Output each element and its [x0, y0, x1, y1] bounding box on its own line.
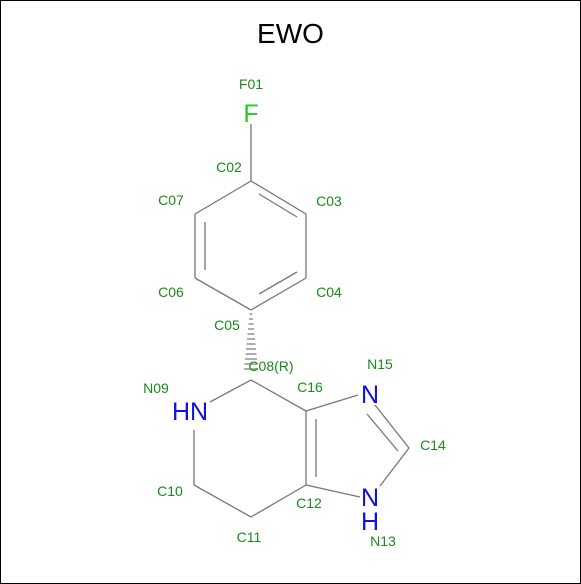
- bond-inner-c04-c05: [258, 271, 298, 295]
- bond-n15-c14: [374, 404, 410, 449]
- atom-label-c06: C06: [158, 284, 184, 300]
- atom-label-c14: C14: [420, 437, 446, 453]
- atom-label-f01: F01: [239, 76, 263, 92]
- atom-label-n15: N15: [367, 356, 393, 372]
- atom-label-c07: C07: [158, 192, 184, 208]
- atom-label-c05: C05: [214, 317, 240, 333]
- bond-c05-c06: [194, 277, 252, 311]
- atom-symbol-f: F: [243, 100, 258, 128]
- bond-c07-c02: [194, 180, 252, 215]
- atom-labels: F01 C02 C03 C04 C05 C06 C07 C08(R) N09 C…: [143, 76, 446, 549]
- atom-label-c11: C11: [237, 529, 262, 545]
- bond-inner-n15-c14: [366, 413, 399, 452]
- atom-label-c08: C08(R): [248, 358, 293, 374]
- bond-n13-c12: [305, 484, 361, 498]
- atom-label-c03: C03: [316, 193, 342, 209]
- bond-c10-c11: [193, 484, 252, 518]
- atom-label-n09: N09: [143, 380, 169, 396]
- atom-symbol-n13: N: [361, 484, 379, 512]
- bond-c04-c05: [250, 277, 307, 311]
- bonds: [193, 124, 410, 518]
- atom-label-c10: C10: [157, 483, 183, 499]
- bond-c11-c12: [250, 484, 307, 518]
- atom-symbol-hn: HN: [172, 398, 208, 426]
- atom-label-c12: C12: [296, 495, 322, 511]
- molecule-title: EWO: [257, 18, 324, 49]
- bond-c16-c08: [250, 379, 307, 412]
- bond-c14-n13: [379, 447, 410, 487]
- atom-label-c04: C04: [316, 284, 342, 300]
- bond-c02-c03: [250, 180, 307, 215]
- bond-inner-c02-c03: [258, 193, 298, 218]
- stereo-hash-wedge: [244, 313, 258, 370]
- atom-label-c16: C16: [297, 379, 323, 395]
- atom-label-n13: N13: [370, 533, 396, 549]
- atom-label-c02: C02: [216, 159, 242, 175]
- bond-c08-n09: [209, 379, 252, 403]
- atom-symbol-h13: H: [361, 508, 379, 536]
- atom-symbol-n15: N: [361, 381, 379, 409]
- bond-c16-n15: [305, 394, 359, 412]
